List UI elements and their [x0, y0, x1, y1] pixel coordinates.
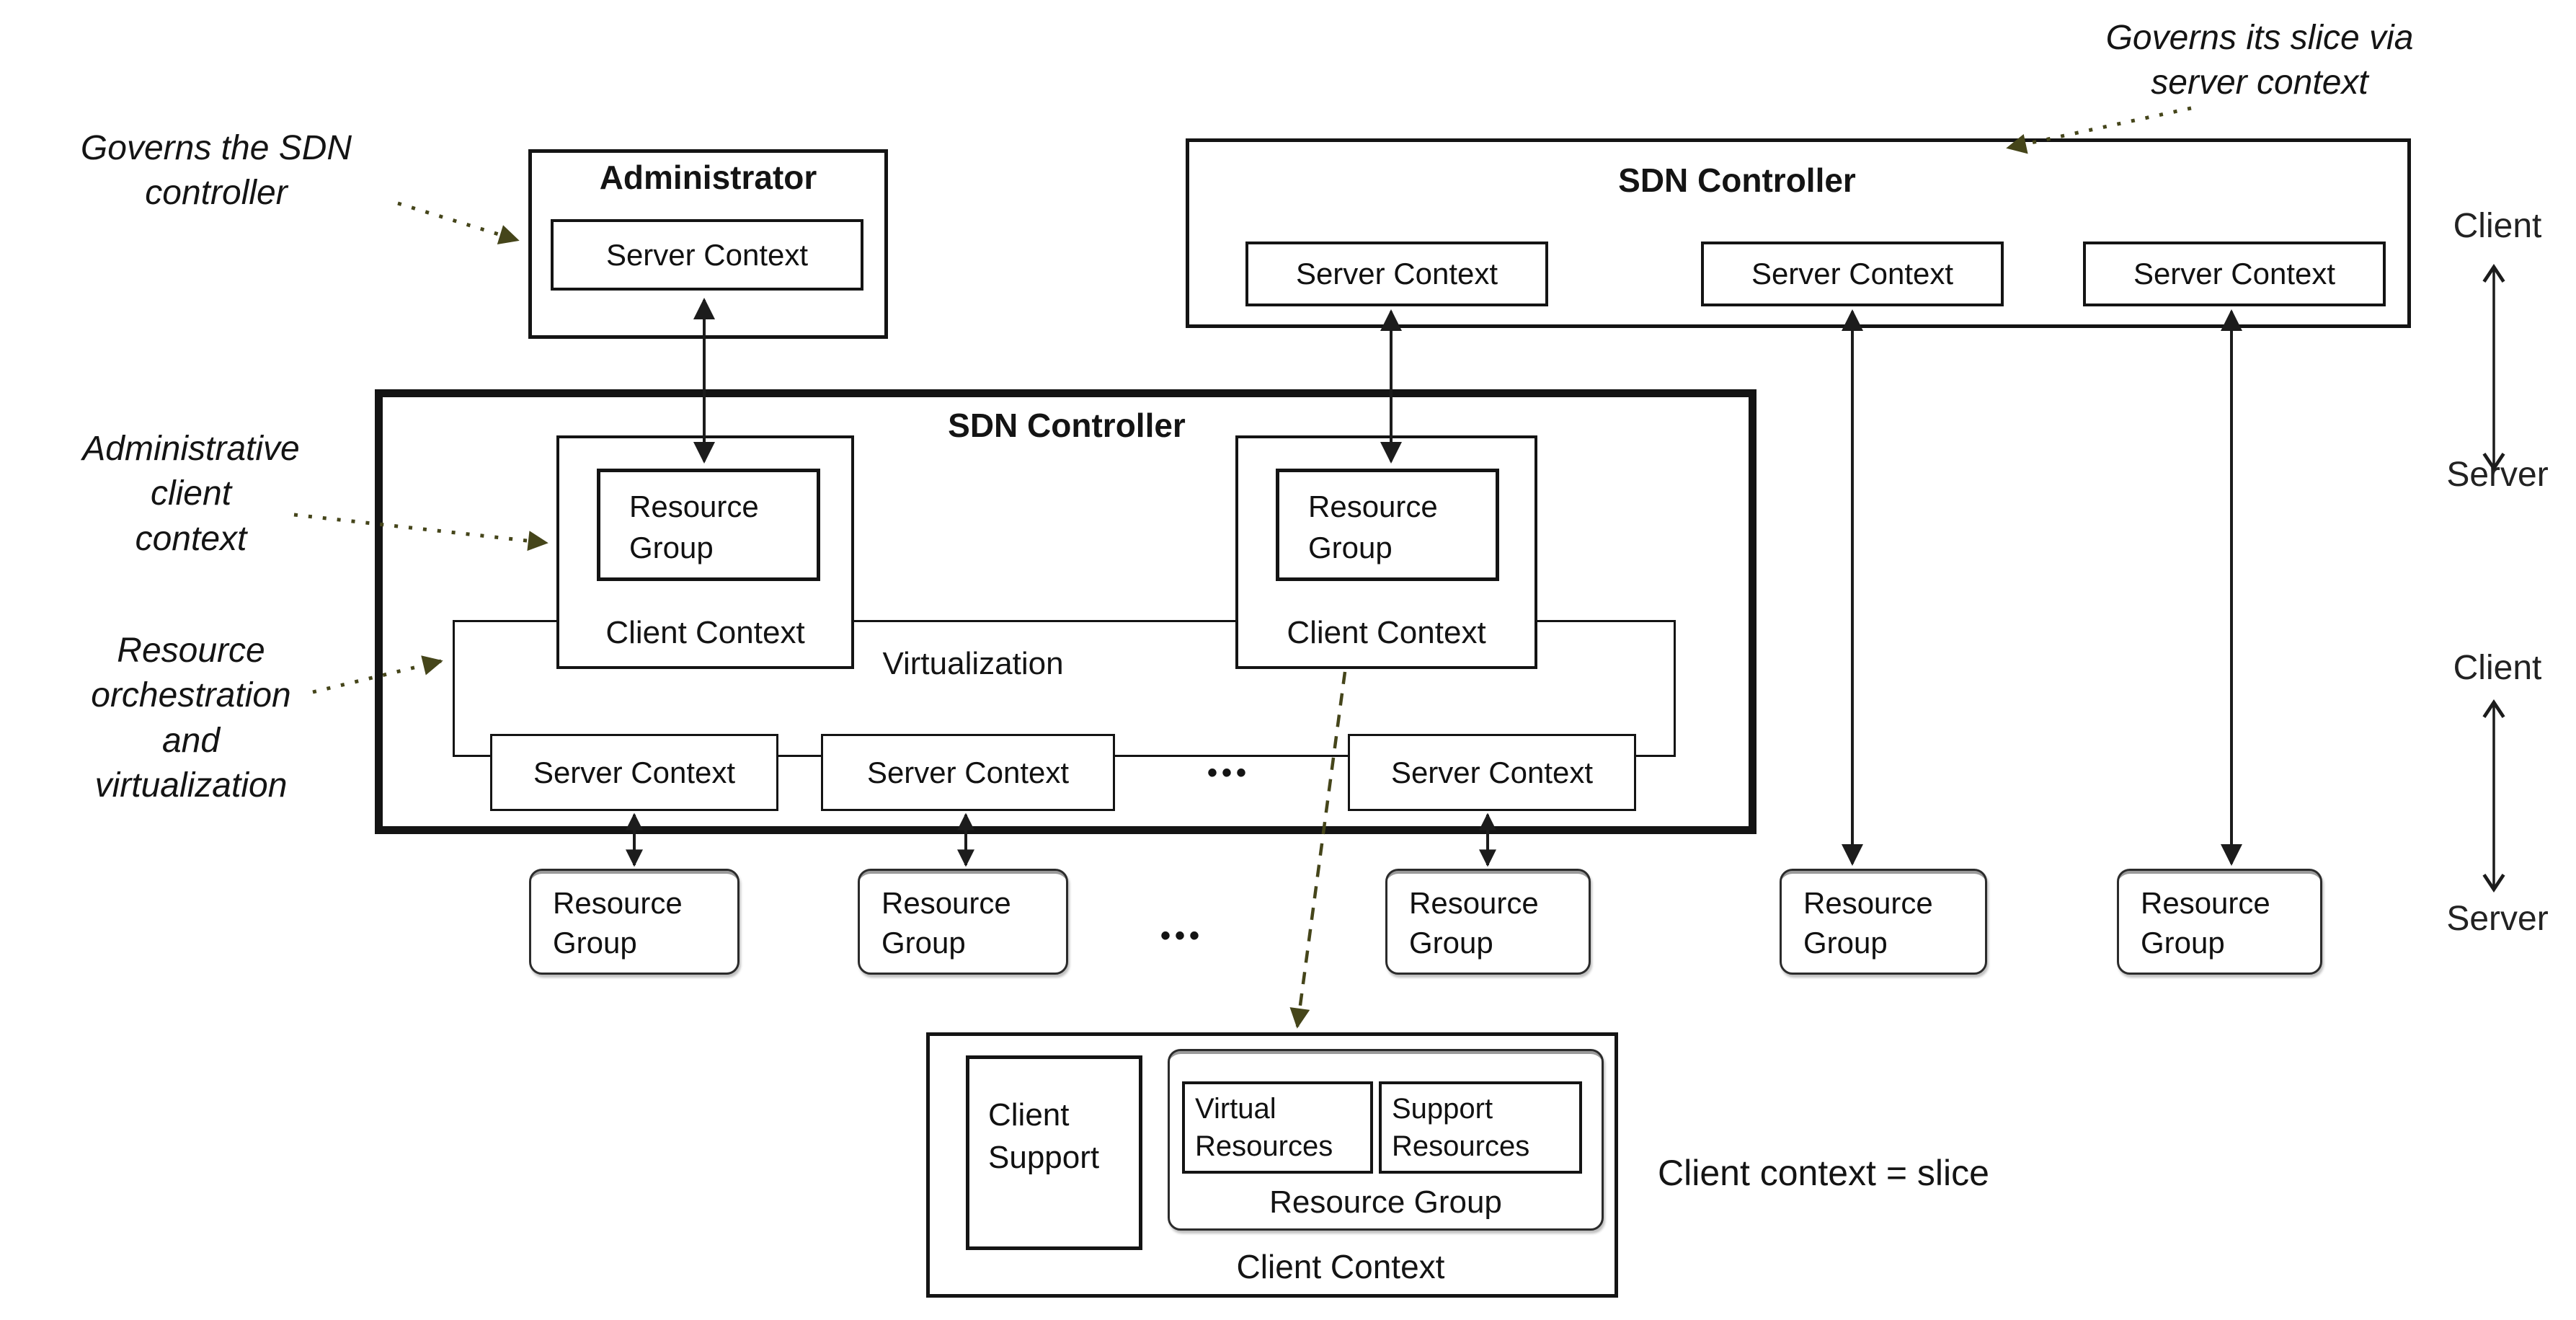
mid-server-context-2-label: Server Context	[866, 755, 1070, 789]
side-label-client-top: Client	[2453, 206, 2542, 245]
mid-server-context-1: Server Context	[490, 734, 778, 811]
resource-row-ellipsis: •••	[1160, 919, 1204, 952]
client-context-1-resource-group-box: Resource Group	[597, 469, 820, 581]
virtual-resources-box: Virtual Resources	[1182, 1081, 1373, 1174]
arrow-governs-sdn	[397, 201, 520, 244]
client-context-2-resource-group-box: Resource Group	[1276, 469, 1499, 581]
bottom-resource-group-label: Resource Group	[1269, 1184, 1502, 1220]
side-label-server-top: Server	[2446, 455, 2549, 494]
client-support-box: Client Support	[966, 1055, 1142, 1250]
resource-group-1: Resource Group	[529, 869, 740, 975]
top-server-context-3-label: Server Context	[2133, 257, 2336, 291]
annotation-resource-orchestration: Resource orchestration and virtualizatio…	[91, 632, 291, 805]
side-label-client-bottom: Client	[2453, 648, 2542, 687]
resource-group-2: Resource Group	[858, 869, 1068, 975]
support-resources-box: Support Resources	[1379, 1081, 1582, 1174]
client-context-1-label: Client Context	[605, 615, 805, 650]
resource-group-4: Resource Group	[1780, 869, 1987, 975]
resource-group-5: Resource Group	[2117, 869, 2322, 975]
administrator-server-context-label: Server Context	[605, 237, 809, 272]
annotation-governs-slice: Governs its slice via server context	[2105, 19, 2414, 102]
top-server-context-1: Server Context	[1245, 242, 1548, 306]
mid-server-context-3-label: Server Context	[1390, 755, 1594, 789]
client-context-2-label: Client Context	[1287, 615, 1486, 650]
main-sdn-controller-title: SDN Controller	[948, 407, 1186, 444]
top-server-context-2-label: Server Context	[1751, 257, 1954, 291]
annotation-administrative-client-context: Administrative client context	[82, 430, 300, 558]
mid-server-context-2: Server Context	[821, 734, 1115, 811]
virtualization-label: Virtualization	[882, 646, 1064, 681]
administrator-title: Administrator	[599, 159, 817, 196]
top-server-context-3: Server Context	[2083, 242, 2386, 306]
annotation-governs-sdn-controller: Governs the SDN controller	[80, 129, 352, 213]
mid-server-context-3: Server Context	[1348, 734, 1636, 811]
administrator-server-context-box: Server Context	[551, 219, 863, 291]
top-server-context-1-label: Server Context	[1295, 257, 1498, 291]
top-sdn-controller-title: SDN Controller	[1618, 161, 1856, 199]
mid-server-context-1-label: Server Context	[533, 755, 736, 789]
annotation-client-context-equals-slice: Client context = slice	[1658, 1153, 1989, 1193]
side-label-server-bottom: Server	[2446, 899, 2549, 938]
resource-group-3: Resource Group	[1385, 869, 1591, 975]
mid-row-ellipsis: •••	[1207, 756, 1251, 789]
bottom-client-context-label: Client Context	[1236, 1248, 1445, 1285]
top-server-context-2: Server Context	[1701, 242, 2004, 306]
